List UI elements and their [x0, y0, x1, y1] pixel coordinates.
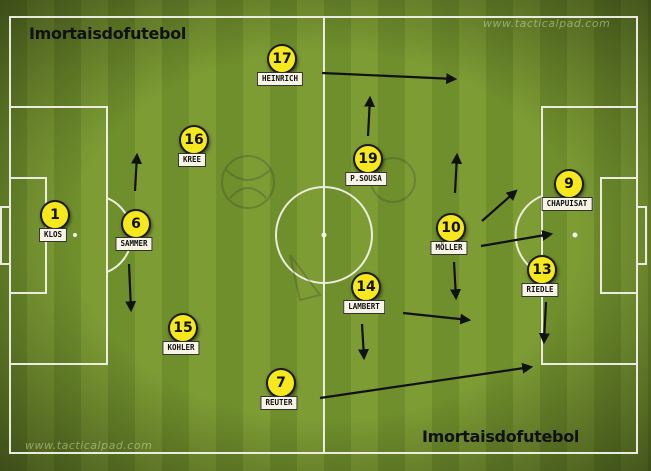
- arrow-lambert-right: [402, 311, 472, 325]
- arrow-moller-up: [451, 152, 463, 194]
- player-name: MÖLLER: [430, 241, 468, 255]
- player-number: 15: [168, 313, 198, 343]
- player-number: 17: [267, 44, 297, 74]
- center-circle: [275, 186, 373, 284]
- arrow-lambert-down: [357, 323, 369, 361]
- arrow-sammer-down: [125, 263, 137, 313]
- arrow-moller-down: [450, 261, 462, 301]
- player-number: 19: [353, 144, 383, 174]
- player-number: 10: [436, 213, 466, 243]
- right-penalty-box: [541, 106, 638, 365]
- player-number: 14: [351, 272, 381, 302]
- watermark-ball-icon: [221, 155, 416, 302]
- brand-top-left: Imortaisdofutebol: [29, 24, 187, 43]
- player-number: 16: [179, 125, 209, 155]
- player-name: KLOS: [38, 228, 68, 242]
- arrow-heinrich-run: [321, 71, 458, 85]
- right-penalty-spot: [572, 232, 578, 238]
- player-name: REUTER: [260, 396, 298, 410]
- arrow-reuter-run: [319, 362, 534, 400]
- player-number: 9: [554, 169, 584, 199]
- brand-bottom-right: Imortaisdofutebol: [422, 427, 580, 446]
- right-goal-box: [600, 177, 638, 294]
- left-penalty-spot: [73, 233, 77, 237]
- watermark-bottom: www.tacticalpad.com: [25, 439, 153, 452]
- player-name: RIEDLE: [521, 283, 559, 297]
- player-name: HEINRICH: [256, 72, 304, 86]
- player-number: 1: [40, 200, 70, 230]
- player-name: KOHLER: [162, 341, 200, 355]
- player-number: 13: [527, 255, 557, 285]
- player-name: SAMMER: [115, 237, 153, 251]
- player-number: 7: [266, 368, 296, 398]
- center-spot: [321, 232, 327, 238]
- player-name: CHAPUISAT: [541, 197, 593, 211]
- arrow-sammer-up: [131, 152, 143, 192]
- arrow-moller-diag: [481, 189, 518, 222]
- watermark-top: www.tacticalpad.com: [483, 17, 611, 30]
- arrow-psousa-up: [364, 95, 376, 137]
- player-name: LAMBERT: [343, 300, 385, 314]
- player-number: 6: [121, 209, 151, 239]
- right-goal: [636, 206, 647, 265]
- player-name: P.SOUSA: [345, 172, 387, 186]
- left-goal: [0, 206, 11, 265]
- player-name: KREE: [177, 153, 207, 167]
- arrow-moller-right: [480, 230, 554, 248]
- arrow-riedle-down: [538, 301, 550, 345]
